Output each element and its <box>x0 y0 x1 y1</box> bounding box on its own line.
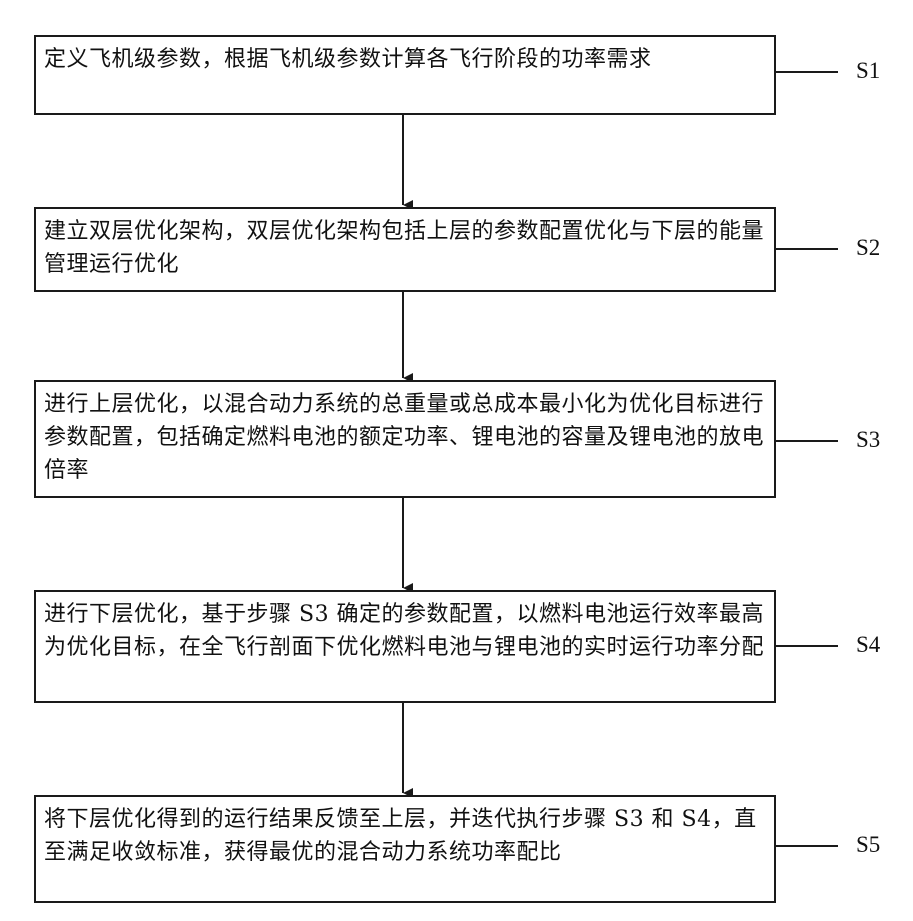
step-label-s2: S2 <box>856 235 880 261</box>
step-box-s2: 建立双层优化架构，双层优化架构包括上层的参数配置优化与下层的能量管理运行优化 <box>34 207 776 292</box>
label-leader-s1 <box>776 71 838 73</box>
step-label-s1: S1 <box>856 58 880 84</box>
label-leader-s5 <box>776 845 838 847</box>
step-text-s1: 定义飞机级参数，根据飞机级参数计算各飞行阶段的功率需求 <box>44 43 766 76</box>
step-text-s2: 建立双层优化架构，双层优化架构包括上层的参数配置优化与下层的能量管理运行优化 <box>44 215 766 281</box>
step-text-s3: 进行上层优化，以混合动力系统的总重量或总成本最小化为优化目标进行参数配置，包括确… <box>44 388 766 487</box>
label-leader-s2 <box>776 248 838 250</box>
label-leader-s3 <box>776 440 838 442</box>
step-box-s1: 定义飞机级参数，根据飞机级参数计算各飞行阶段的功率需求 <box>34 35 776 115</box>
step-text-s4: 进行下层优化，基于步骤 S3 确定的参数配置，以燃料电池运行效率最高为优化目标，… <box>44 598 766 664</box>
step-label-s3: S3 <box>856 427 880 453</box>
step-text-s5: 将下层优化得到的运行结果反馈至上层，并迭代执行步骤 S3 和 S4，直至满足收敛… <box>44 803 766 869</box>
step-box-s4: 进行下层优化，基于步骤 S3 确定的参数配置，以燃料电池运行效率最高为优化目标，… <box>34 590 776 703</box>
label-leader-s4 <box>776 645 838 647</box>
step-label-s4: S4 <box>856 632 880 658</box>
step-box-s5: 将下层优化得到的运行结果反馈至上层，并迭代执行步骤 S3 和 S4，直至满足收敛… <box>34 795 776 903</box>
step-label-s5: S5 <box>856 832 880 858</box>
step-box-s3: 进行上层优化，以混合动力系统的总重量或总成本最小化为优化目标进行参数配置，包括确… <box>34 380 776 498</box>
